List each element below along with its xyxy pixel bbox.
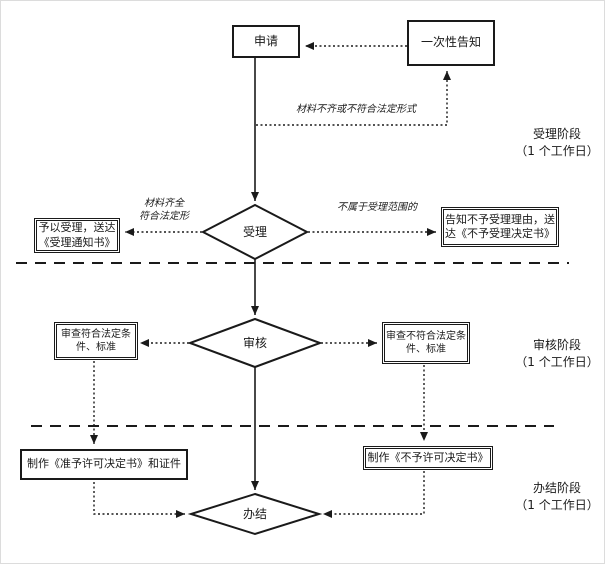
- stage-duration: （1 个工作日）: [515, 355, 599, 369]
- label-complete: 办结: [242, 507, 267, 521]
- arrow-denial-to-complete: [323, 471, 425, 518]
- stage-label-complete: 办结阶段 （1 个工作日）: [501, 480, 604, 514]
- label-review: 审核: [242, 336, 267, 350]
- stage-name: 审核阶段: [532, 338, 581, 352]
- stage-label-accept: 受理阶段 （1 个工作日）: [501, 126, 604, 160]
- node-notify-reject: 告知不予受理理由，送达《不予受理决定书》: [441, 207, 559, 247]
- stage-name: 办结阶段: [532, 481, 581, 495]
- node-one-time-notice: 一次性告知: [407, 20, 495, 66]
- node-make-permit: 制作《准予许可决定书》和证件: [20, 449, 188, 480]
- edge-label-materials-complete: 材料齐全 符合法定形: [139, 198, 189, 222]
- node-make-denial: 制作《不予许可决定书》: [363, 446, 493, 470]
- node-not-meets-criteria: 审查不符合法定条件、标准: [382, 322, 470, 364]
- node-apply: 申请: [232, 25, 300, 58]
- stage-duration: （1 个工作日）: [515, 498, 599, 512]
- arrow-incomplete-to-notice: [256, 71, 451, 126]
- stage-name: 受理阶段: [532, 127, 581, 141]
- label-accept: 受理: [242, 225, 267, 239]
- node-meets-criteria: 审查符合法定条件、标准: [54, 322, 138, 360]
- edge-label-materials-incomplete: 材料不齐或不符合法定形式: [296, 104, 416, 115]
- complete-diamond: [187, 492, 323, 536]
- arrow-permit-to-complete: [93, 482, 185, 518]
- stage-duration: （1 个工作日）: [515, 144, 599, 158]
- node-grant-accept: 予以受理，送达《受理通知书》: [34, 218, 120, 253]
- stage-label-review: 审核阶段 （1 个工作日）: [501, 337, 604, 371]
- edge-label-out-of-scope: 不属于受理范围的: [337, 202, 417, 213]
